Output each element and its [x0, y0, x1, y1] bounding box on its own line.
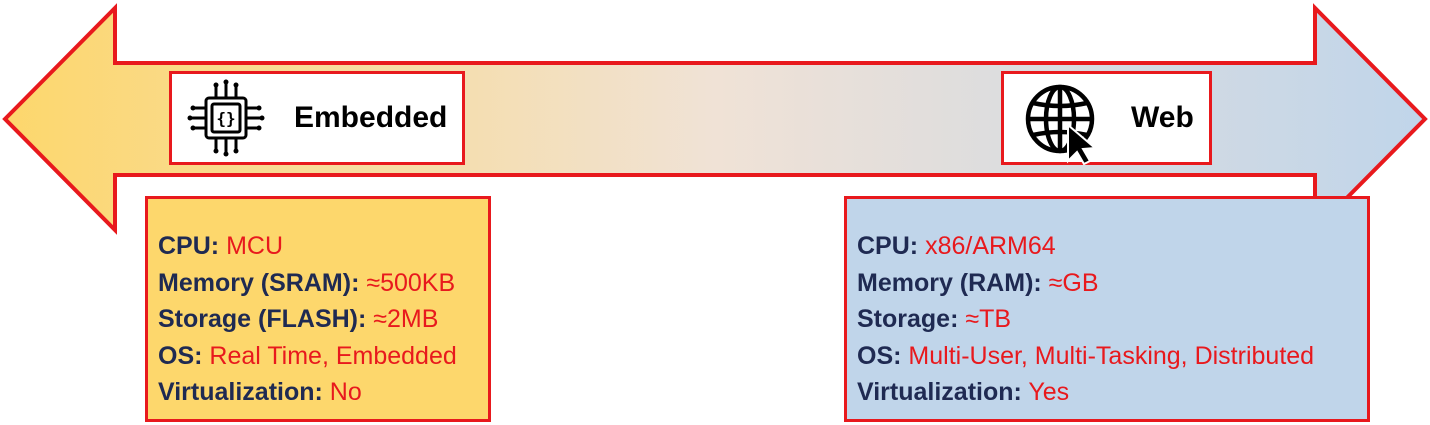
spec-value: Multi-User, Multi-Tasking, Distributed	[908, 341, 1315, 370]
spec-key: Virtualization:	[158, 378, 323, 406]
spec-row-memory: Memory (SRAM): ≈500KB	[158, 265, 488, 302]
spec-value: Real Time, Embedded	[209, 341, 457, 370]
spec-row-virtualization: Virtualization: No	[158, 374, 488, 411]
spec-value: ≈GB	[1048, 268, 1099, 297]
spec-key: OS:	[857, 341, 902, 370]
spec-row-os: OS: Real Time, Embedded	[158, 338, 488, 375]
spec-row-storage: Storage: ≈TB	[857, 301, 1367, 338]
web-specs-box: CPU: x86/ARM64 Memory (RAM): ≈GB Storage…	[844, 196, 1370, 422]
spec-row-storage: Storage (FLASH): ≈2MB	[158, 301, 488, 338]
spec-key: Virtualization:	[857, 378, 1022, 406]
spec-row-cpu: CPU: x86/ARM64	[857, 228, 1367, 265]
spec-row-os: OS: Multi-User, Multi-Tasking, Distribut…	[857, 338, 1367, 375]
embedded-label-box: {} Embedded	[169, 71, 465, 165]
web-label: Web	[1131, 101, 1194, 134]
spec-row-virtualization: Virtualization: Yes	[857, 374, 1367, 411]
spec-key: OS:	[158, 341, 203, 370]
spec-key: CPU:	[857, 232, 919, 260]
spec-key: CPU:	[158, 232, 220, 260]
spec-value: ≈2MB	[373, 305, 439, 333]
spec-key: Memory (RAM):	[857, 268, 1042, 297]
spec-value: Yes	[1028, 378, 1070, 406]
spec-key: Memory (SRAM):	[158, 268, 360, 297]
embedded-label: Embedded	[294, 101, 448, 134]
spec-row-cpu: CPU: MCU	[158, 228, 488, 265]
spec-row-memory: Memory (RAM): ≈GB	[857, 265, 1367, 302]
spec-key: Storage (FLASH):	[158, 305, 367, 333]
spec-value: ≈500KB	[366, 268, 456, 297]
spec-value: No	[329, 378, 362, 406]
spec-value: MCU	[226, 232, 283, 260]
web-label-box: Web	[1001, 71, 1212, 165]
svg-text:{}: {}	[216, 109, 235, 128]
chip-icon: {}	[187, 79, 265, 157]
spec-value: ≈TB	[965, 305, 1012, 333]
globe-cursor-icon	[1025, 84, 1098, 165]
embedded-specs-box: CPU: MCU Memory (SRAM): ≈500KB Storage (…	[145, 196, 491, 422]
spec-key: Storage:	[857, 305, 959, 333]
spec-value: x86/ARM64	[925, 232, 1056, 260]
